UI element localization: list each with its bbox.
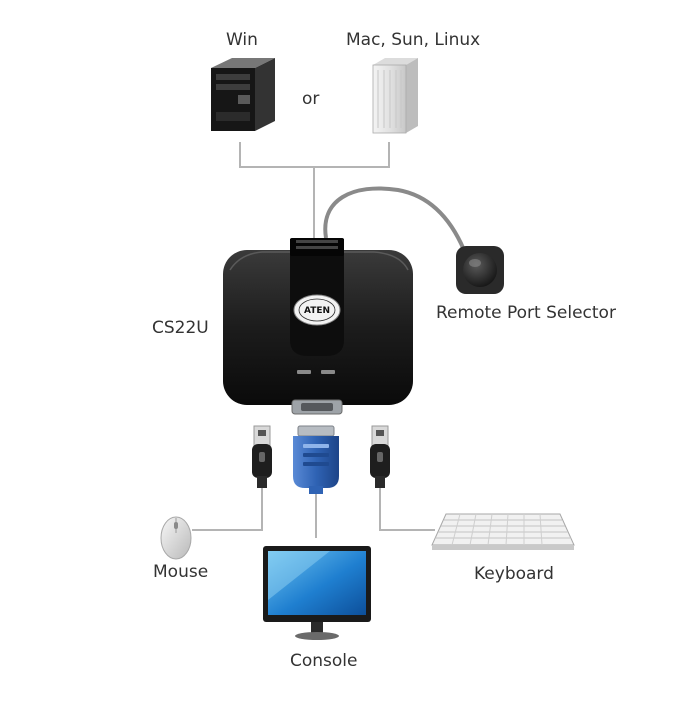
win-pc-icon: [211, 58, 275, 131]
aten-logo-badge: [293, 294, 341, 326]
keyboard-label: Keyboard: [474, 564, 554, 584]
keyboard-icon: [431, 513, 575, 550]
usb-keyboard-connector: [370, 425, 390, 488]
vga-connector: [293, 425, 339, 494]
console-monitor-icon: [263, 546, 371, 640]
console-label: Console: [290, 651, 358, 671]
keyboard-line: [379, 488, 435, 531]
mouse-label: Mouse: [153, 562, 209, 582]
remote-port-selector-icon: [456, 246, 504, 294]
mouse-line: [192, 488, 263, 531]
win-label: Win: [226, 30, 258, 50]
cs22u-switch: [223, 238, 413, 415]
device-name-label: CS22U: [152, 318, 209, 338]
mac-pc-icon: [372, 58, 418, 134]
pc-bus-line: [239, 142, 390, 168]
connection-lines: [192, 142, 435, 538]
aten-logo-text: ATEN: [304, 306, 330, 316]
port-led-2: [321, 370, 335, 374]
remote-cable: [323, 186, 466, 251]
mac-sun-linux-label: Mac, Sun, Linux: [346, 30, 481, 50]
usb-mouse-connector: [252, 425, 272, 488]
port-led-1: [297, 370, 311, 374]
remote-port-selector-label: Remote Port Selector: [436, 303, 616, 323]
or-label: or: [302, 89, 320, 109]
mouse-icon: [160, 516, 192, 560]
